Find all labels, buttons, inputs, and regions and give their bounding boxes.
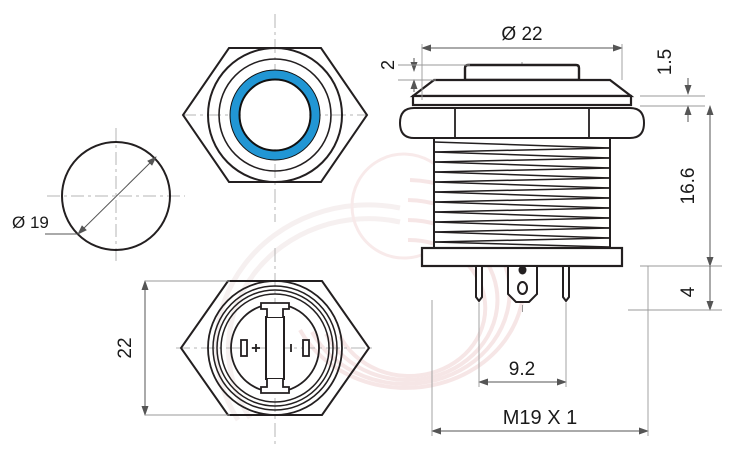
side-flange-top (409, 78, 635, 98)
terminal-length-dimension (628, 266, 722, 311)
panel-cutout-circle (61, 141, 171, 251)
bottom-ring-1 (207, 280, 343, 416)
bottom-left-contact-pad (240, 339, 248, 357)
view-bottom-face: 22 (115, 248, 374, 448)
thread-length-label: 16.6 (678, 168, 699, 205)
bottom-hex-nut-outline (179, 280, 371, 416)
bottom-terminal-tab-top (260, 302, 290, 317)
bottom-terminal-tab-bottom (260, 379, 290, 394)
thread-spec-label: M19 X 1 (503, 407, 577, 429)
side-button-cap (463, 63, 581, 82)
bottom-center-terminal (265, 316, 285, 380)
side-base-plate (420, 246, 624, 268)
side-ground-terminal-hole (517, 281, 528, 295)
view-panel-cutout: Ø 19 (12, 128, 185, 265)
body-width-dimension (141, 280, 230, 416)
terminal-pitch-dimension (478, 303, 567, 387)
cutout-diameter-label: Ø 19 (12, 213, 49, 232)
side-flange-body (411, 94, 633, 107)
top-button-face (241, 81, 309, 149)
bottom-ring-4 (220, 293, 330, 403)
illuminated-ring-inner-edge (238, 78, 312, 152)
view-top-face (181, 14, 369, 222)
thread-length-dimension (640, 105, 722, 267)
flange-thickness-label: 1.5 (655, 49, 676, 75)
side-terminals (475, 265, 570, 314)
cutout-centerlines (47, 128, 185, 265)
cutout-diameter-dimension (45, 156, 157, 235)
view-side-section: Ø 22 2 1.5 16.6 4 (378, 24, 722, 436)
flange-thickness-dimension (640, 78, 705, 122)
cap-height-label: 2 (378, 60, 398, 70)
top-bezel-inner-circle (218, 58, 332, 172)
cap-height-dimension (398, 58, 470, 92)
top-hex-nut-outline (181, 47, 369, 183)
illuminated-ring (230, 70, 320, 160)
terminal-length-label: 4 (678, 286, 699, 297)
thread-spec-dimension (431, 266, 649, 436)
side-hex-nut (398, 107, 646, 139)
bottom-ring-3 (216, 289, 334, 407)
body-width-label: 22 (115, 337, 136, 358)
side-threaded-barrel (433, 137, 611, 249)
bottom-ring-2 (212, 285, 338, 411)
side-terminal-pin-right (562, 265, 570, 303)
bottom-polarity-marks (252, 344, 292, 352)
head-diameter-label: Ø 22 (501, 24, 542, 45)
top-bezel-outer-circle (207, 47, 343, 183)
bottom-right-contact-pad (302, 339, 310, 357)
terminal-pitch-label: 9.2 (509, 359, 535, 380)
side-ground-terminal-stud (518, 265, 527, 275)
side-terminal-pin-left (475, 265, 483, 303)
head-diameter-dimension (421, 44, 623, 100)
